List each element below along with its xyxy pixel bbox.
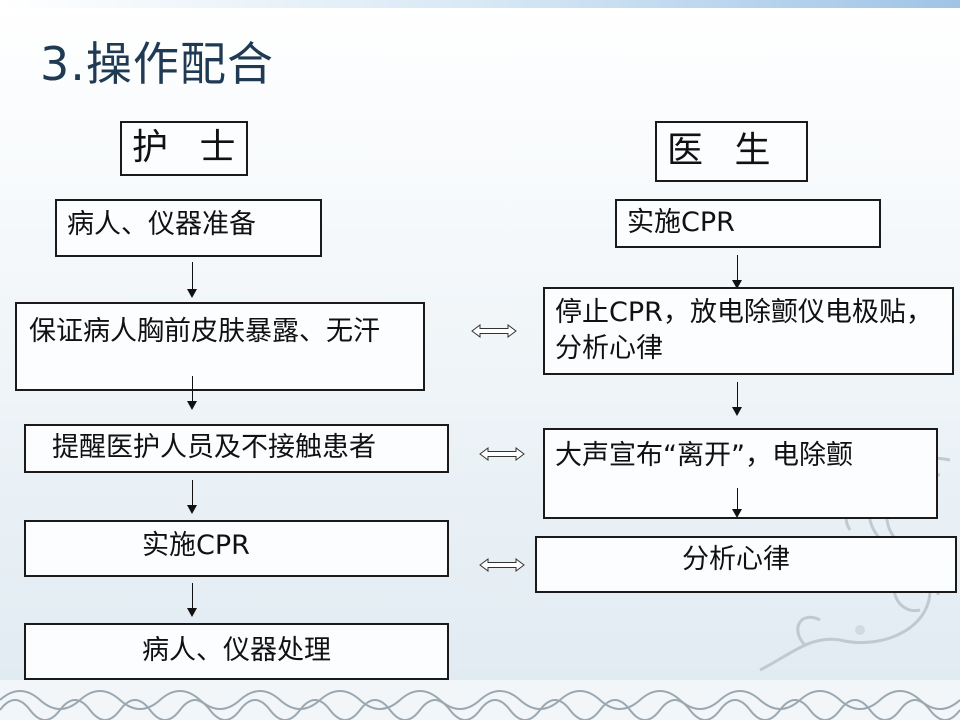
arrow-down	[187, 376, 197, 410]
nurse-step-4: 实施CPR	[24, 520, 449, 577]
nurse-header: 护 士	[120, 121, 248, 176]
doctor-step-3: 大声宣布“离开”，电除颤	[543, 428, 938, 519]
doctor-step-2: 停止CPR，放电除颤仪电极贴，分析心律	[543, 287, 954, 375]
double-arrow-icon	[479, 558, 525, 572]
arrow-down	[732, 382, 742, 416]
arrow-down	[732, 255, 742, 289]
nurse-step-5: 病人、仪器处理	[24, 623, 449, 680]
top-accent-bar	[0, 0, 960, 8]
arrow-down	[732, 488, 742, 518]
wave-border-decoration	[0, 680, 960, 720]
nurse-step-2: 保证病人胸前皮肤暴露、无汗	[15, 302, 425, 391]
arrow-down	[187, 480, 197, 514]
arrow-down	[187, 583, 197, 617]
doctor-step-1: 实施CPR	[615, 199, 881, 248]
doctor-header: 医 生	[655, 121, 808, 182]
arrow-down	[187, 262, 197, 298]
double-arrow-icon	[479, 447, 525, 461]
nurse-step-1: 病人、仪器准备	[55, 199, 322, 257]
slide-title: 3.操作配合	[40, 37, 274, 91]
doctor-step-4: 分析心律	[535, 536, 957, 593]
nurse-step-3: 提醒医护人员及不接触患者	[24, 424, 449, 473]
double-arrow-icon	[471, 324, 517, 338]
